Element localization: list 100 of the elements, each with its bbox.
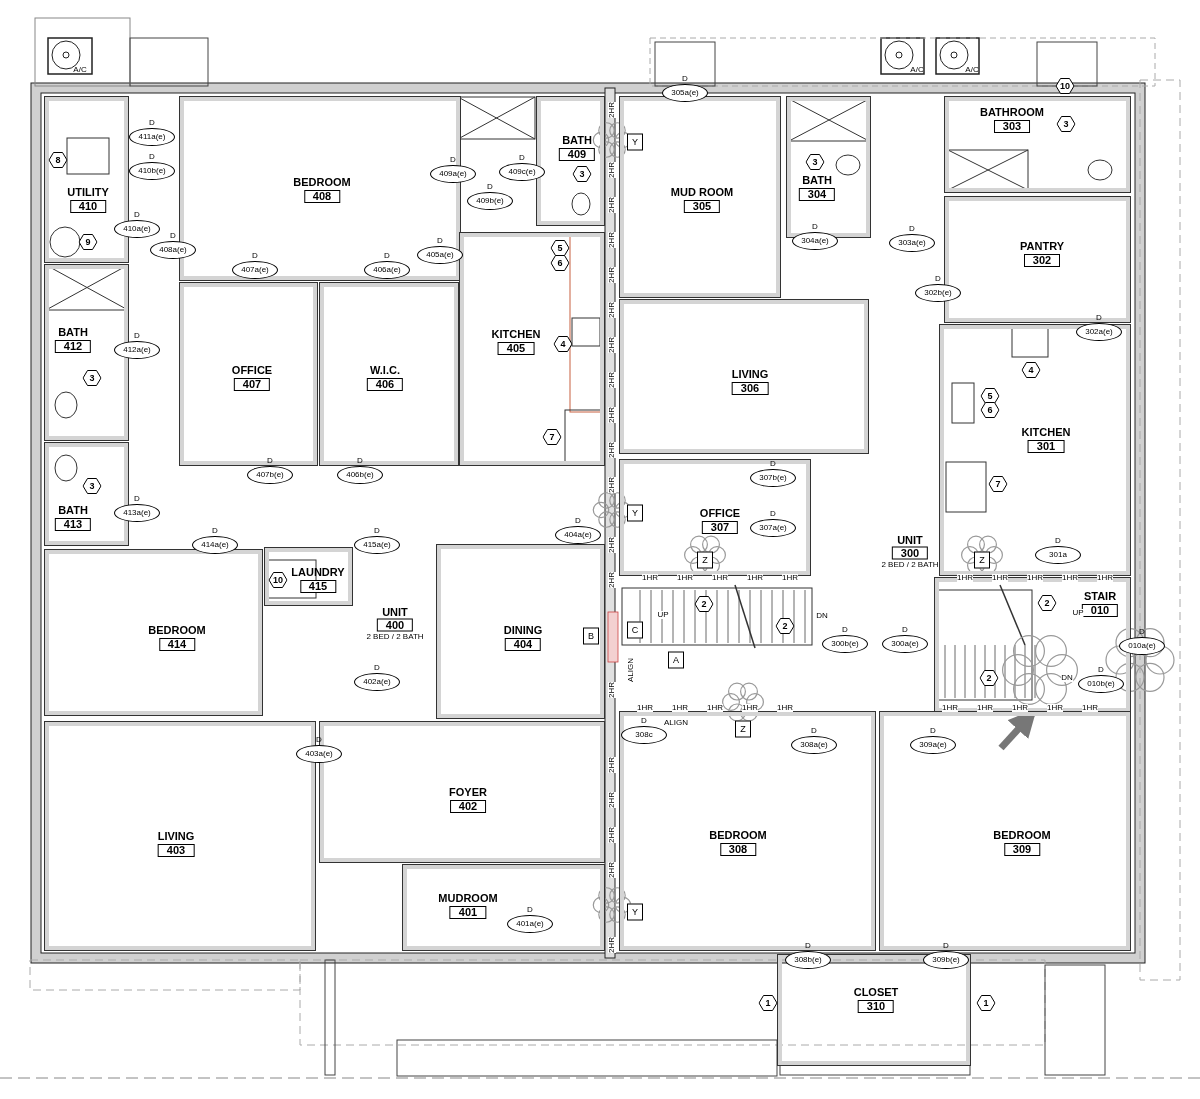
keynote-tag: 3 xyxy=(579,169,585,179)
keynote-tag: 7 xyxy=(549,432,555,442)
door-tag: 401a(e) xyxy=(507,915,553,933)
detail-tag: Y xyxy=(627,504,643,522)
unit-number: 400 xyxy=(376,618,414,632)
room-number: 408 xyxy=(303,190,341,203)
stair-direction-label: DN xyxy=(1061,674,1073,682)
rating-label: 1HR xyxy=(677,574,693,582)
room-outline xyxy=(437,545,604,718)
door-tag: 406b(e) xyxy=(337,466,383,484)
door-tag: 409b(e) xyxy=(467,192,513,210)
rating-label: 1HR xyxy=(747,574,763,582)
detail-tag: Z xyxy=(974,551,990,569)
rating-label: 1HR xyxy=(1047,704,1063,712)
door-mark: D xyxy=(682,75,688,83)
keynote-tag: 6 xyxy=(987,405,993,415)
door-tag: 411a(e) xyxy=(129,128,175,146)
rating-label: 2HR xyxy=(608,232,616,248)
rating-label: 1HR xyxy=(942,704,958,712)
rating-label: 2HR xyxy=(608,572,616,588)
rating-label: 1HR xyxy=(1097,574,1113,582)
unit-label: A/C xyxy=(965,66,979,74)
door-mark: D xyxy=(374,664,380,672)
door-mark: D xyxy=(770,460,776,468)
keynote-tag: 4 xyxy=(560,339,566,349)
door-tag: 412a(e) xyxy=(114,341,160,359)
door-tag: 308a(e) xyxy=(791,736,837,754)
rating-label: 1HR xyxy=(1062,574,1078,582)
keynote-tag: 2 xyxy=(1044,598,1050,608)
rating-label: 1HR xyxy=(642,574,658,582)
door-mark: D xyxy=(149,119,155,127)
room-outline xyxy=(265,548,352,605)
keynote-tag: 2 xyxy=(986,673,992,683)
door-tag: 304a(e) xyxy=(792,232,838,250)
room-outline xyxy=(880,712,1130,950)
room-number: 407 xyxy=(233,378,271,391)
room-name: W.I.C. xyxy=(370,365,400,376)
room-outline xyxy=(620,460,810,575)
room-outline xyxy=(620,300,868,453)
door-mark: D xyxy=(811,727,817,735)
rating-label: 1HR xyxy=(992,574,1008,582)
room-number: 307 xyxy=(701,521,739,534)
door-mark: D xyxy=(805,942,811,950)
room-number: 412 xyxy=(54,340,92,353)
door-tag: 403a(e) xyxy=(296,745,342,763)
keynote-tag: 3 xyxy=(1063,119,1069,129)
door-tag: 302a(e) xyxy=(1076,323,1122,341)
room-name: KITCHEN xyxy=(1021,427,1071,438)
door-tag: 307b(e) xyxy=(750,469,796,487)
room-name: FOYER xyxy=(449,787,487,798)
rating-label: 2HR xyxy=(608,337,616,353)
door-tag: 405a(e) xyxy=(417,246,463,264)
room-outline xyxy=(940,325,1130,575)
rating-label: 2HR xyxy=(608,827,616,843)
rating-label: 2HR xyxy=(608,862,616,878)
room-number: 401 xyxy=(449,906,487,919)
room-number: 309 xyxy=(1003,843,1041,856)
door-mark: D xyxy=(267,457,273,465)
door-tag: 410a(e) xyxy=(114,220,160,238)
room-name: CLOSET xyxy=(853,987,899,998)
note-text: 2 BED / 2 BATH xyxy=(881,561,939,569)
room-number: 413 xyxy=(54,518,92,531)
door-mark: D xyxy=(252,252,258,260)
room-name: BATH xyxy=(562,135,592,146)
door-mark: D xyxy=(930,727,936,735)
rating-label: 2HR xyxy=(608,102,616,118)
rating-label: 1HR xyxy=(1027,574,1043,582)
room-name: BEDROOM xyxy=(293,177,351,188)
room-name: DINING xyxy=(503,625,543,636)
keynote-tag: 3 xyxy=(812,157,818,167)
door-tag: 415a(e) xyxy=(354,536,400,554)
room-name: MUD ROOM xyxy=(670,187,734,198)
room-name: OFFICE xyxy=(231,365,273,376)
door-tag: 404a(e) xyxy=(555,526,601,544)
detail-tag: Y xyxy=(627,903,643,921)
keynote-tag: 3 xyxy=(89,481,95,491)
rating-label: ALIGN xyxy=(627,658,635,682)
room-number: 310 xyxy=(857,1000,895,1013)
door-mark: D xyxy=(384,252,390,260)
room-number: 415 xyxy=(299,580,337,593)
note-text: ALIGN xyxy=(664,719,688,727)
rating-label: 1HR xyxy=(957,574,973,582)
room-outline xyxy=(778,955,970,1065)
room-name: UTILITY xyxy=(67,187,109,198)
door-mark: D xyxy=(149,153,155,161)
unit-title: UNIT xyxy=(897,534,923,546)
room-outline xyxy=(403,865,604,950)
room-number: 402 xyxy=(449,800,487,813)
door-mark: D xyxy=(1096,314,1102,322)
rating-label: 1HR xyxy=(1012,704,1028,712)
room-outline xyxy=(945,97,1130,192)
room-outline xyxy=(620,712,875,950)
room-name: LIVING xyxy=(731,369,769,380)
room-name: OFFICE xyxy=(699,508,741,519)
door-mark: D xyxy=(770,510,776,518)
door-mark: D xyxy=(450,156,456,164)
door-mark: D xyxy=(842,626,848,634)
door-tag: 407b(e) xyxy=(247,466,293,484)
door-tag: 300a(e) xyxy=(882,635,928,653)
rating-label: 2HR xyxy=(608,477,616,493)
